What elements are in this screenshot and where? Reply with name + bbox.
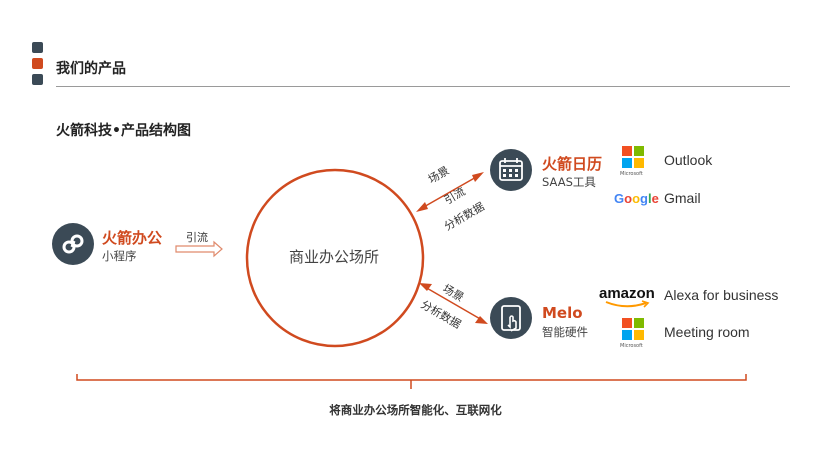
- calendar-icon: [490, 149, 532, 191]
- left-app-name: 火箭办公: [102, 229, 163, 247]
- bottom-link-head-b: [475, 316, 488, 324]
- microsoft-logo-icon-2: [622, 318, 644, 340]
- header-square-dark: [32, 42, 43, 53]
- bottom-link-head-a: [419, 283, 432, 291]
- top-link-head-b: [472, 172, 484, 182]
- bottom-brace: [76, 374, 747, 381]
- calendar-app-sub: SAAS工具: [542, 175, 596, 189]
- amazon-smile-icon: [605, 300, 650, 308]
- microsoft-caption-2: Microsoft: [620, 343, 643, 349]
- top-link-head-a: [416, 202, 428, 212]
- huojian-bangong-icon: [52, 223, 94, 265]
- melo-app-sub: 智能硬件: [542, 325, 588, 339]
- alexa-label: Alexa for business: [664, 287, 779, 303]
- header-divider: [56, 86, 790, 87]
- microsoft-logo-icon: [622, 146, 644, 168]
- flow-label: 引流: [186, 231, 208, 244]
- melo-app-name: Melo: [542, 304, 583, 322]
- left-app-sub: 小程序: [102, 249, 137, 263]
- microsoft-caption: Microsoft: [620, 171, 643, 177]
- flow-arrow: [175, 240, 223, 258]
- header-square-accent: [32, 58, 43, 69]
- bottom-link-line: [424, 286, 483, 321]
- outlook-label: Outlook: [664, 152, 713, 168]
- center-label: 商业办公场所: [288, 248, 379, 266]
- top-link-line: [421, 175, 479, 209]
- section-title: 我们的产品: [56, 61, 126, 77]
- amazon-logo-icon: amazon: [599, 285, 655, 302]
- header-square-dark-2: [32, 74, 43, 85]
- tablet-touch-icon: [490, 297, 532, 339]
- calendar-app-name: 火箭日历: [542, 155, 603, 173]
- diagram-title: 火箭科技•产品结构图: [56, 123, 191, 139]
- gmail-label: Gmail: [664, 190, 701, 206]
- bottom-caption: 将商业办公场所智能化、互联网化: [329, 403, 502, 417]
- center-circle: [245, 168, 425, 348]
- google-logo-icon: Google: [614, 191, 659, 206]
- meeting-room-label: Meeting room: [664, 324, 750, 340]
